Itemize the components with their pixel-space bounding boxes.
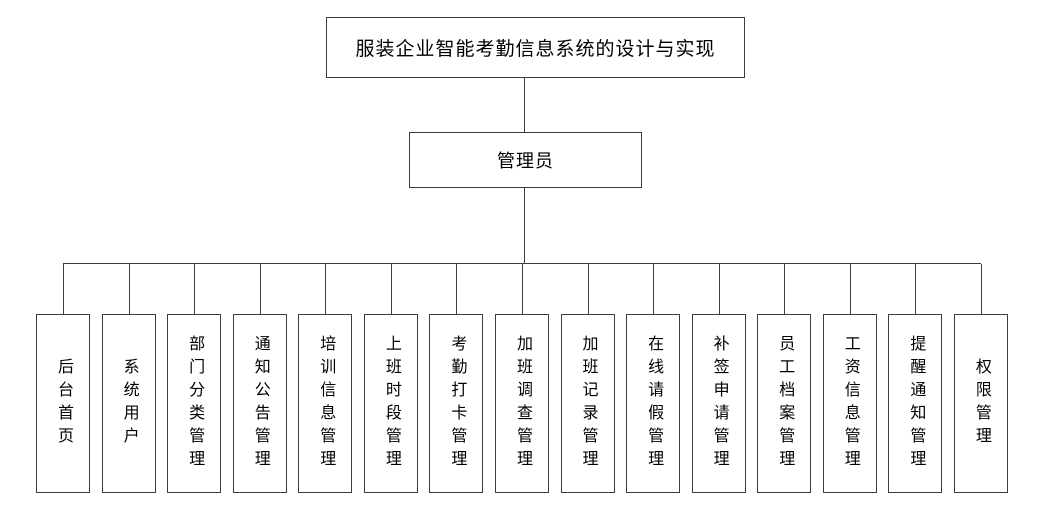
connector-root-to-bus (524, 188, 525, 263)
connector-drop (653, 264, 655, 315)
module-box-makeup-sign-request: 补签申请管理 (691, 264, 746, 493)
connector-drop (718, 264, 720, 315)
connector-drop (325, 264, 327, 315)
module-label: 通知公告管理 (251, 334, 269, 473)
module-label: 补签申请管理 (710, 334, 728, 473)
connector-title-to-root (524, 78, 525, 132)
connector-bus-line (63, 263, 981, 264)
module-label: 上班时段管理 (382, 334, 400, 473)
connector-drop (784, 264, 786, 315)
connector-drop (390, 264, 392, 315)
module-box-training-info: 培训信息管理 (298, 264, 353, 493)
connector-drop (980, 264, 982, 315)
module-label: 权限管理 (972, 357, 990, 450)
module-label: 加班记录管理 (579, 334, 597, 473)
connector-drop (915, 264, 917, 315)
module-box-attendance-checkin: 考勤打卡管理 (429, 264, 484, 493)
module-box-department-category: 部门分类管理 (167, 264, 222, 493)
module-label: 提醒通知管理 (907, 334, 925, 473)
connector-drop (521, 264, 523, 315)
connector-drop (259, 264, 261, 315)
module-label: 系统用户 (120, 357, 138, 450)
root-node-label: 管理员 (497, 151, 554, 171)
module-box-work-period: 上班时段管理 (363, 264, 418, 493)
module-label: 员工档案管理 (776, 334, 794, 473)
module-box-online-leave: 在线请假管理 (626, 264, 681, 493)
diagram-title-box: 服装企业智能考勤信息系统的设计与实现 (326, 17, 745, 78)
connector-drop (63, 264, 64, 315)
connector-drop (849, 264, 851, 315)
connector-drop (456, 264, 458, 315)
module-label: 在线请假管理 (645, 334, 663, 473)
module-box-overtime-record: 加班记录管理 (560, 264, 615, 493)
connector-drop (128, 264, 130, 315)
module-box-salary-info: 工资信息管理 (822, 264, 877, 493)
connector-drop (587, 264, 589, 315)
module-label: 部门分类管理 (186, 334, 204, 473)
module-box-overtime-survey: 加班调查管理 (494, 264, 549, 493)
module-label: 考勤打卡管理 (448, 334, 466, 473)
module-box-permission: 权限管理 (953, 264, 1008, 493)
modules-row: 后台首页 系统用户 部门分类管理 通知公告管理 培训信息管理 上班时段管理 考勤… (36, 264, 1008, 493)
module-label: 工资信息管理 (841, 334, 859, 473)
module-label: 后台首页 (55, 357, 72, 450)
module-box-employee-archive: 员工档案管理 (757, 264, 812, 493)
root-node-admin: 管理员 (409, 132, 642, 188)
module-box-backend-home: 后台首页 (36, 264, 90, 493)
module-box-reminder-notice: 提醒通知管理 (888, 264, 943, 493)
module-box-system-users: 系统用户 (101, 264, 156, 493)
module-box-notice-announcement: 通知公告管理 (232, 264, 287, 493)
module-label: 培训信息管理 (317, 334, 335, 473)
module-label: 加班调查管理 (513, 334, 531, 473)
diagram-title: 服装企业智能考勤信息系统的设计与实现 (355, 39, 716, 60)
connector-drop (194, 264, 196, 315)
